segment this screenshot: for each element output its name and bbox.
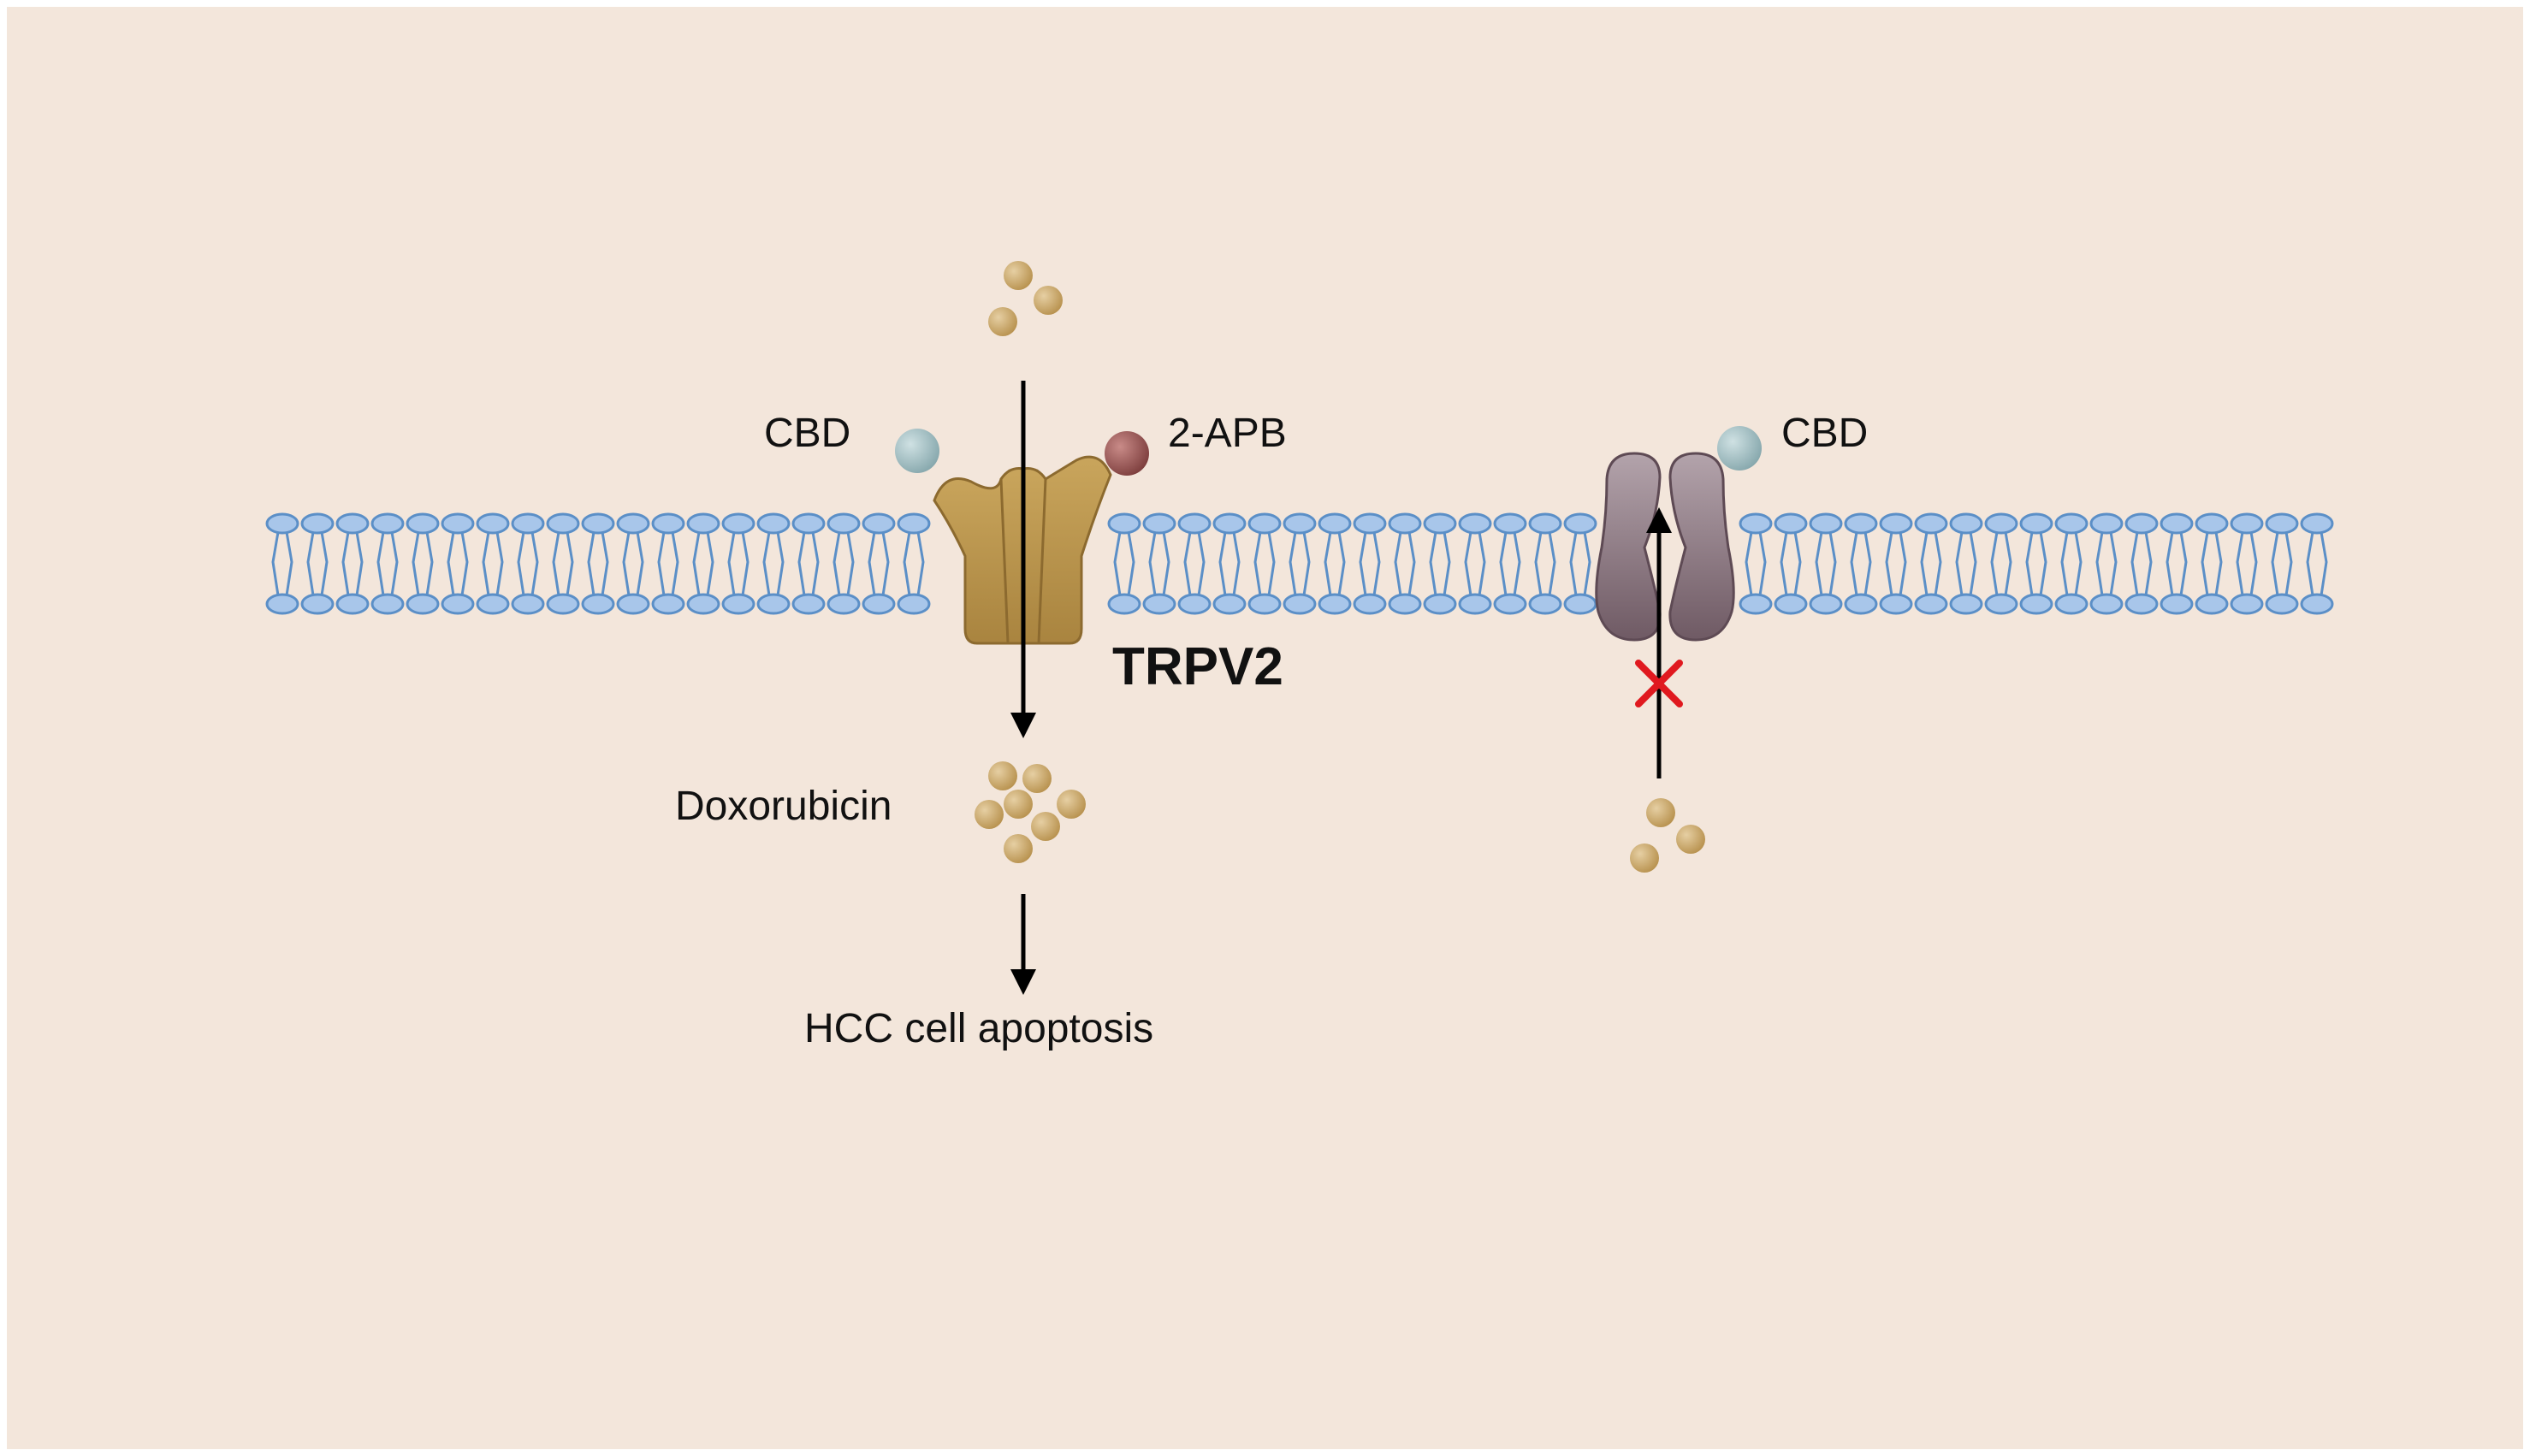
apb-molecule [1105,431,1149,476]
x-mark-icon [1635,660,1683,707]
doxorubicin-label: Doxorubicin [675,784,892,829]
cbd-molecule-left [895,429,939,473]
trpv2-label: TRPV2 [1112,637,1283,696]
doxorubicin-inside-cluster [975,761,1086,863]
apb-label: 2-APB [1168,411,1287,456]
background-panel [7,7,2523,1449]
ion-channel-closed-icon [1595,452,1735,642]
cbd-label-left: CBD [764,411,850,456]
cbd-molecule-right [1717,426,1762,471]
apoptosis-label: HCC cell apoptosis [804,1006,1153,1051]
lipid-bilayer-membrane [265,512,2334,615]
doxorubicin-outside-cluster [988,261,1063,336]
doxorubicin-blocked-cluster [1630,798,1705,873]
cbd-label-right: CBD [1781,411,1868,456]
